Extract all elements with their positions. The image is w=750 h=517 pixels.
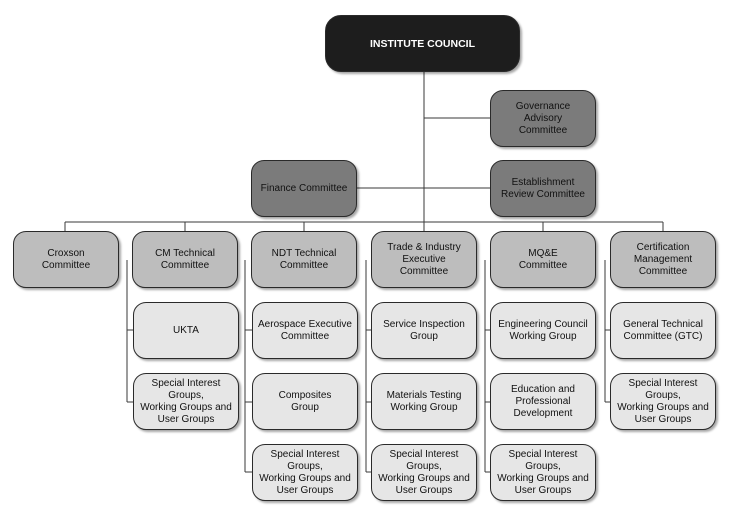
- croxson-committee-box: Croxson Committee: [13, 231, 119, 288]
- general-technical-committee-box: General Technical Committee (GTC): [610, 302, 716, 359]
- finance-committee-box: Finance Committee: [251, 160, 357, 217]
- ukta-box: UKTA: [133, 302, 239, 359]
- aerospace-executive-committee-box: Aerospace Executive Committee: [252, 302, 358, 359]
- institute-council-box: INSTITUTE COUNCIL: [325, 15, 520, 72]
- cm-special-interest-groups-box: Special Interest Groups, Working Groups …: [133, 373, 239, 430]
- governance-advisory-committee-box: Governance Advisory Committee: [490, 90, 596, 147]
- mqe-committee-box: MQ&E Committee: [490, 231, 596, 288]
- trade-industry-committee-box: Trade & Industry Executive Committee: [371, 231, 477, 288]
- composites-group-box: Composites Group: [252, 373, 358, 430]
- certification-management-committee-box: Certification Management Committee: [610, 231, 716, 288]
- ndt-technical-committee-box: NDT Technical Committee: [251, 231, 357, 288]
- cm-technical-committee-box: CM Technical Committee: [132, 231, 238, 288]
- education-professional-development-box: Education and Professional Development: [490, 373, 596, 430]
- certification-special-interest-groups-box: Special Interest Groups, Working Groups …: [610, 373, 716, 430]
- establishment-review-committee-box: Establishment Review Committee: [490, 160, 596, 217]
- engineering-council-working-group-box: Engineering Council Working Group: [490, 302, 596, 359]
- service-inspection-group-box: Service Inspection Group: [371, 302, 477, 359]
- materials-testing-working-group-box: Materials Testing Working Group: [371, 373, 477, 430]
- trade-special-interest-groups-box: Special Interest Groups, Working Groups …: [371, 444, 477, 501]
- mqe-special-interest-groups-box: Special Interest Groups, Working Groups …: [490, 444, 596, 501]
- ndt-special-interest-groups-box: Special Interest Groups, Working Groups …: [252, 444, 358, 501]
